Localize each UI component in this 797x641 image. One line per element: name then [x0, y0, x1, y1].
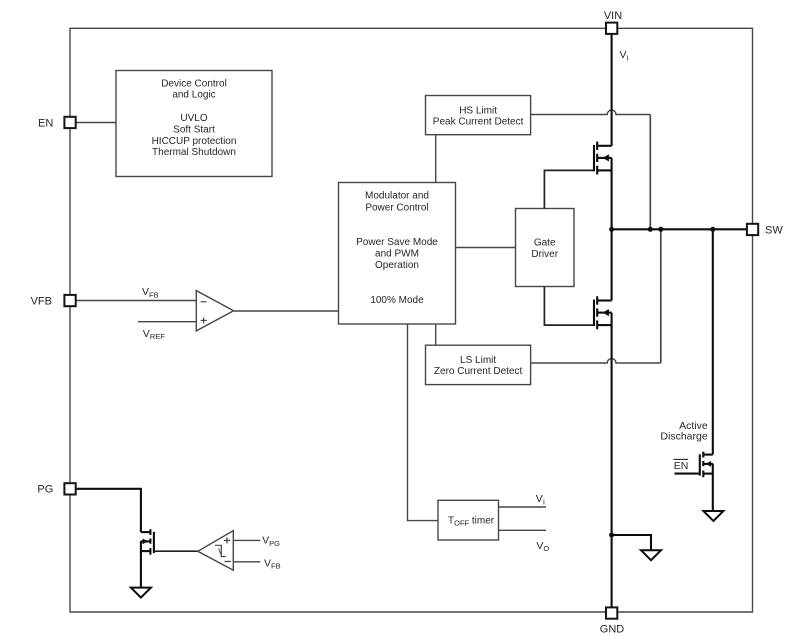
svg-text:VIN: VIN: [604, 10, 622, 22]
svg-text:VFB: VFB: [264, 557, 281, 570]
svg-text:VFB: VFB: [31, 296, 52, 308]
svg-text:UVLO: UVLO: [180, 113, 207, 124]
svg-text:VREF: VREF: [143, 328, 165, 341]
svg-text:and PWM: and PWM: [375, 249, 419, 260]
svg-text:Device Control: Device Control: [161, 78, 227, 89]
svg-text:Active: Active: [679, 420, 708, 432]
svg-text:VO: VO: [536, 540, 549, 553]
svg-text:HICCUP protection: HICCUP protection: [152, 136, 237, 147]
svg-text:VPG: VPG: [262, 535, 280, 548]
svg-text:Modulator and: Modulator and: [365, 190, 429, 201]
svg-text:Driver: Driver: [531, 249, 558, 260]
svg-text:EN: EN: [674, 460, 689, 472]
svg-text:Zero Current Detect: Zero Current Detect: [434, 366, 523, 377]
svg-text:VFB: VFB: [142, 286, 159, 299]
svg-text:Operation: Operation: [375, 260, 419, 271]
svg-text:TOFF timer: TOFF timer: [448, 515, 495, 527]
svg-text:Gate: Gate: [534, 237, 556, 248]
svg-text:Peak Current Detect: Peak Current Detect: [433, 116, 524, 127]
svg-text:PG: PG: [37, 484, 53, 496]
svg-text:SW: SW: [765, 225, 783, 237]
svg-text:LS Limit: LS Limit: [460, 355, 496, 366]
svg-text:EN: EN: [38, 117, 53, 129]
svg-text:100% Mode: 100% Mode: [370, 295, 424, 306]
svg-text:Power Save Mode: Power Save Mode: [356, 237, 438, 248]
svg-text:Soft Start: Soft Start: [173, 124, 215, 135]
svg-text:HS Limit: HS Limit: [459, 105, 497, 116]
svg-text:Thermal Shutdown: Thermal Shutdown: [152, 147, 236, 158]
svg-text:Power Control: Power Control: [365, 203, 428, 214]
svg-text:VI: VI: [620, 49, 629, 62]
svg-text:VI: VI: [536, 493, 545, 506]
svg-text:GND: GND: [600, 624, 625, 636]
svg-text:Discharge: Discharge: [660, 430, 707, 442]
svg-text:and Logic: and Logic: [172, 90, 215, 101]
